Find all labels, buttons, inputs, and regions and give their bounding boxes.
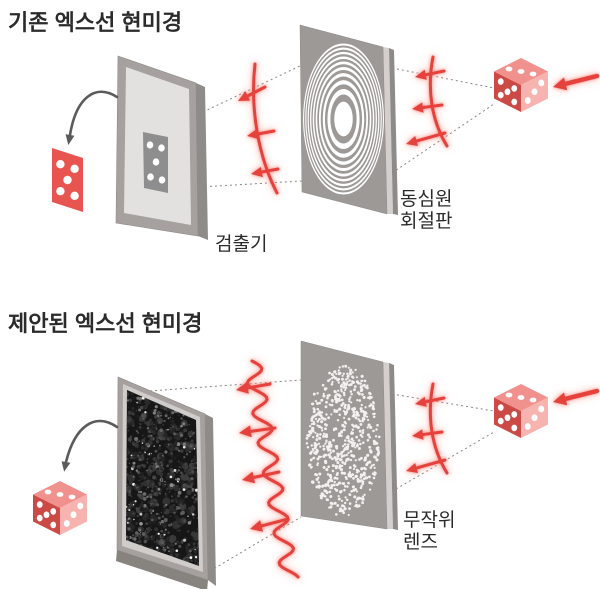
random-dot-pattern <box>305 364 381 517</box>
random-lens-plate <box>300 340 398 530</box>
detector-label: 검출기 <box>215 233 267 255</box>
recovered-image-arrow <box>65 90 119 145</box>
dice-object <box>494 58 548 112</box>
concentric-rings-pattern <box>303 43 384 195</box>
zone-plate-edge-light <box>383 47 393 214</box>
zone-plate-label-line1: 동심원 <box>400 188 452 210</box>
panel-title-proposed: 제안된 엑스선 현미경 <box>8 311 202 336</box>
random-lens-label-line1: 무작위 <box>403 509 455 531</box>
speckle-detector-side-edge <box>205 414 216 586</box>
detected-dice-image <box>143 132 168 193</box>
proposed-xray-microscope-panel: 제안된 엑스선 현미경 <box>8 311 600 589</box>
detector-side-edge <box>196 83 208 240</box>
xray-beam-arrow-bottom <box>553 388 600 406</box>
panel-title-conventional: 기존 엑스선 현미경 <box>8 10 182 35</box>
random-lens-edge-dark <box>389 363 398 530</box>
speckle-detector-bottom-edge <box>116 550 208 589</box>
recovered-dice-object <box>33 481 87 535</box>
dice-object-bottom <box>494 384 548 438</box>
random-lens-edge-light <box>383 362 393 529</box>
detector-panel <box>115 55 208 240</box>
incident-wavefront-arrows-bottom <box>406 382 449 475</box>
xray-beam-arrow <box>553 73 600 91</box>
converging-wavefront-arrows <box>238 62 280 195</box>
conventional-xray-microscope-panel: 기존 엑스선 현미경 <box>8 10 600 255</box>
scattered-wavefront-arrows <box>236 359 300 579</box>
recovered-image-arrow-bottom <box>61 419 119 472</box>
zone-plate <box>299 24 398 215</box>
recovered-dice-card <box>52 148 83 212</box>
curved-arrowhead-icon <box>65 134 75 145</box>
curved-arrowhead-icon-bottom <box>61 461 71 472</box>
random-lens-label-line2: 렌즈 <box>403 531 438 553</box>
random-lens-face <box>300 340 388 530</box>
speckle-detector-panel <box>116 376 216 589</box>
zone-plate-label-line2: 회절판 <box>400 210 452 232</box>
incident-wavefront-arrows <box>406 55 449 148</box>
zone-plate-edge-dark <box>389 48 398 215</box>
